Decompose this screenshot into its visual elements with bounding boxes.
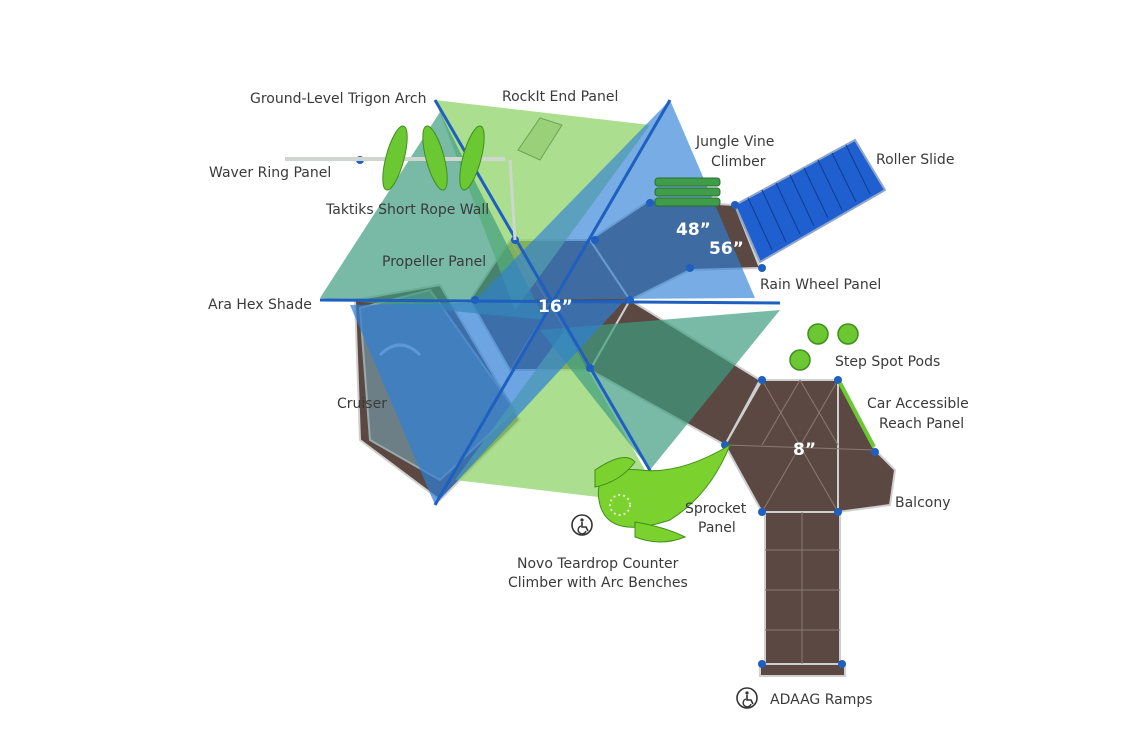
dimension-48: 48”: [676, 220, 711, 240]
label-car-accessible-1: Car Accessible: [867, 396, 969, 412]
label-roller-slide: Roller Slide: [876, 152, 954, 168]
accessibility-icon: [736, 687, 758, 709]
label-waver-ring-panel: Waver Ring Panel: [209, 165, 331, 181]
step-spot-pods: [789, 323, 859, 371]
label-balcony: Balcony: [895, 495, 951, 511]
label-sprocket-panel-1: Sprocket: [685, 501, 747, 517]
label-taktiks-short-rope-wall: Taktiks Short Rope Wall: [325, 202, 489, 218]
rockit-end-panel: [517, 117, 563, 161]
novo-teardrop-climber: [594, 443, 732, 543]
label-novo-teardrop-2: Climber with Arc Benches: [508, 575, 688, 591]
shade-teal-left: [320, 112, 545, 320]
label-rain-wheel-panel: Rain Wheel Panel: [760, 277, 881, 293]
dimension-8: 8”: [793, 440, 816, 460]
shade-green-top: [435, 100, 650, 310]
car-reach-panel: [838, 382, 876, 448]
shade-blue-top: [475, 100, 755, 300]
accessibility-icon: [571, 514, 593, 536]
label-propeller-panel: Propeller Panel: [382, 254, 486, 270]
label-jungle-vine-climber-1: Jungle Vine: [695, 134, 774, 150]
shade-teal-right: [540, 310, 780, 470]
label-ground-level-trigon-arch: Ground-Level Trigon Arch: [250, 91, 426, 107]
label-cruiser: Cruiser: [337, 396, 387, 412]
label-car-accessible-2: Reach Panel: [879, 416, 964, 432]
dimension-16: 16”: [538, 297, 573, 317]
ramp-landing: [759, 663, 846, 677]
dimension-56: 56”: [709, 239, 744, 259]
label-rockit-end-panel: RockIt End Panel: [502, 89, 618, 105]
label-jungle-vine-climber-2: Climber: [711, 154, 766, 170]
label-novo-teardrop-1: Novo Teardrop Counter: [517, 556, 679, 572]
taktiks-rope-wall: [382, 125, 485, 191]
label-ara-hex-shade: Ara Hex Shade: [208, 297, 312, 313]
roller-slide: [733, 138, 887, 264]
jungle-vine-climber: [654, 177, 721, 207]
label-step-spot-pods: Step Spot Pods: [835, 354, 940, 370]
label-sprocket-panel-2: Panel: [698, 520, 736, 536]
shade-blue-bottom: [350, 300, 625, 505]
label-adaag-ramps: ADAAG Ramps: [770, 692, 873, 708]
